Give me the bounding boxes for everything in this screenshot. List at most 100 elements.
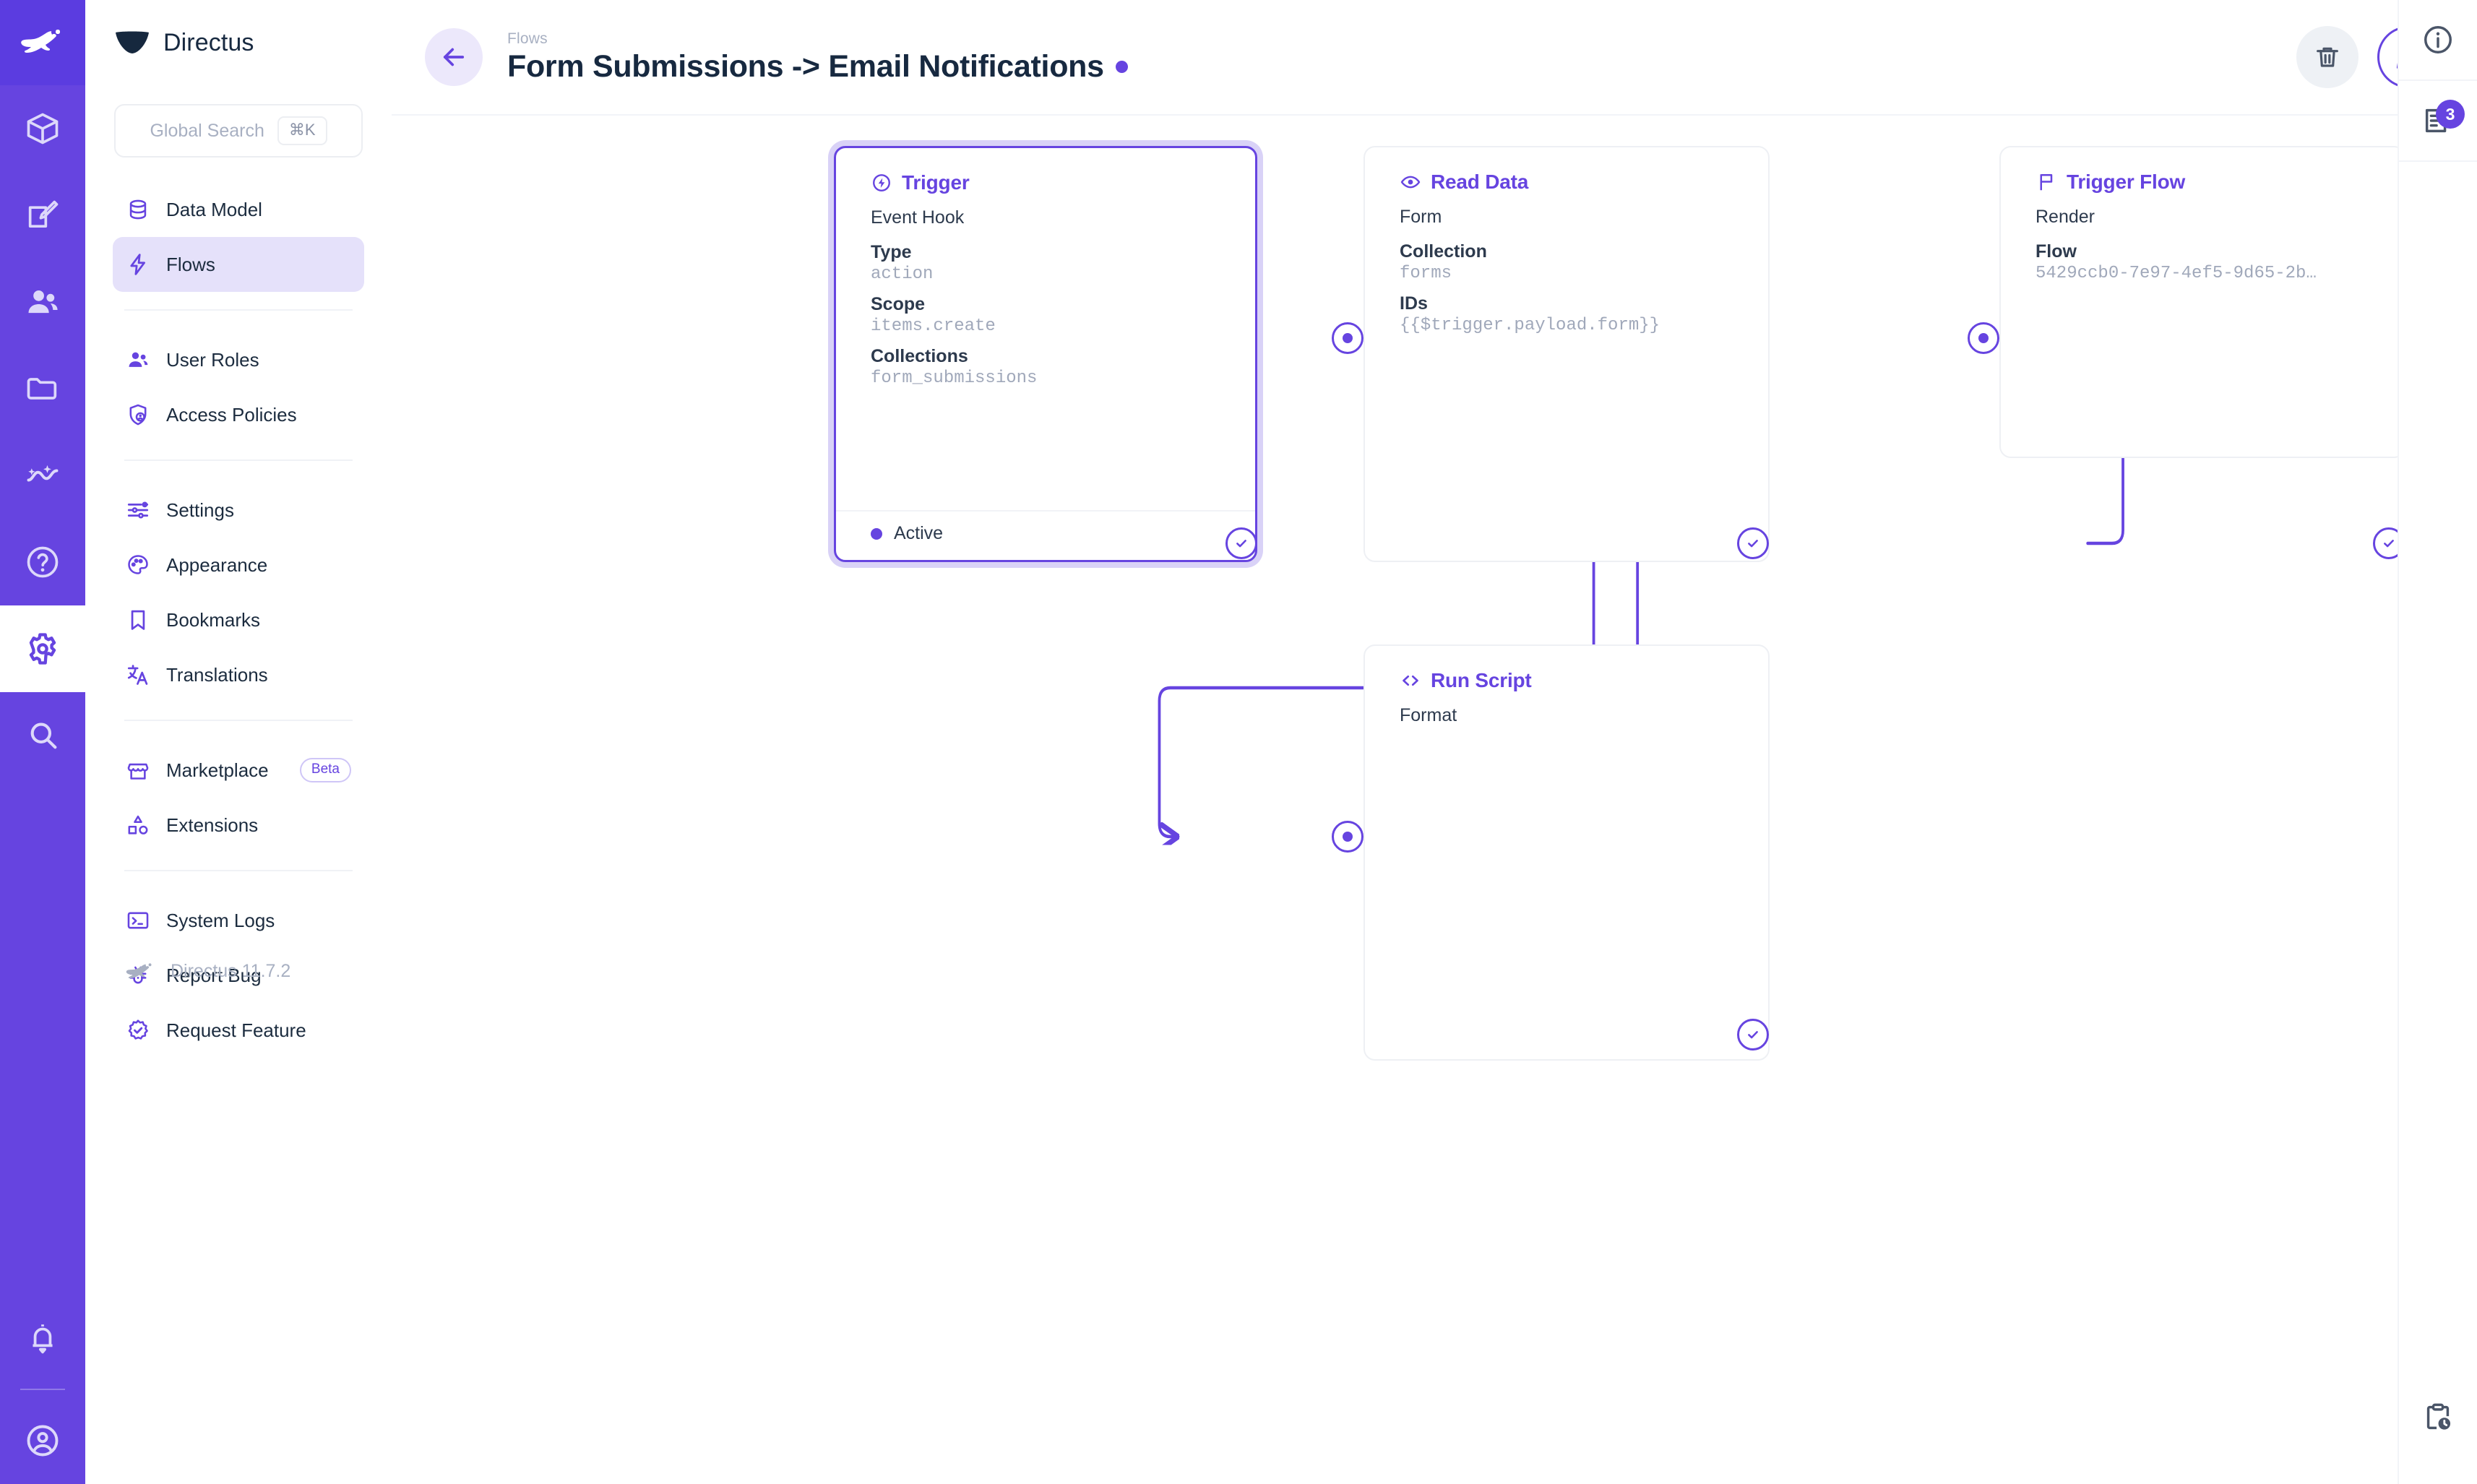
- translate-icon: [126, 663, 150, 687]
- search-shortcut-badge: ⌘K: [277, 116, 327, 145]
- insights-icon[interactable]: [0, 432, 85, 519]
- node-output-port-trigger[interactable]: [1225, 527, 1257, 559]
- node-field-value: forms: [1400, 263, 1452, 283]
- node-field-value: action: [871, 264, 934, 284]
- check-icon: [1748, 540, 1758, 548]
- bookmark-icon: [126, 608, 150, 632]
- logs-button[interactable]: 3: [2398, 81, 2477, 162]
- sidebar-divider: [124, 460, 353, 461]
- node-field-value: {{$trigger.payload.form}}: [1400, 315, 1660, 335]
- rail-divider: [20, 1389, 65, 1390]
- arrow-left-icon: [439, 42, 469, 72]
- delete-flow-button[interactable]: [2296, 26, 2358, 88]
- shield-user-icon: [126, 402, 150, 427]
- node-field-key: Collection: [1400, 241, 1487, 262]
- sidebar-item-request-feature[interactable]: Request Feature: [113, 1003, 364, 1058]
- node-field-key: IDs: [1400, 293, 1428, 314]
- port-dot: [1978, 333, 1989, 343]
- node-name: Format: [1400, 705, 1457, 725]
- node-type-label: Read Data: [1431, 171, 1529, 193]
- store-icon: [126, 758, 150, 782]
- users-icon[interactable]: [0, 259, 85, 345]
- directus-mark-icon: [116, 31, 149, 54]
- sidebar-item-label: Access Policies: [166, 403, 297, 426]
- sidebar-item-label: Flows: [166, 253, 215, 275]
- sidebar-item-translations[interactable]: Translations: [113, 647, 364, 702]
- sidebar-item-access-policies[interactable]: Access Policies: [113, 387, 364, 442]
- content-box-icon[interactable]: [0, 85, 85, 172]
- bell-icon[interactable]: [0, 1295, 85, 1381]
- folder-icon[interactable]: [0, 345, 85, 432]
- bolt-circle-icon: [871, 172, 892, 194]
- node-status-label: Active: [894, 523, 944, 543]
- node-name: Render: [2036, 207, 2095, 227]
- eye-icon: [1400, 171, 1421, 193]
- edit-box-icon[interactable]: [0, 172, 85, 259]
- sidebar-item-extensions[interactable]: Extensions: [113, 798, 364, 853]
- sidebar-item-label: Marketplace: [166, 759, 269, 781]
- revisions-button[interactable]: [2398, 1377, 2477, 1458]
- sidebar-item-settings[interactable]: Settings: [113, 483, 364, 538]
- sidebar-item-label: Data Model: [166, 198, 262, 220]
- node-field-key: Flow: [2036, 241, 2077, 262]
- sidebar-item-label: Appearance: [166, 553, 268, 576]
- node-type-label: Trigger Flow: [2067, 171, 2186, 193]
- flag-icon: [2036, 171, 2057, 193]
- trash-icon: [2313, 43, 2342, 72]
- sidebar-item-flows[interactable]: Flows: [113, 237, 364, 292]
- sidebar-item-report-bug[interactable]: Report Bug: [113, 948, 364, 1003]
- node-input-port-trigger-flow-render[interactable]: [1968, 322, 1999, 354]
- gear-icon[interactable]: [0, 605, 85, 692]
- node-field-key: Type: [871, 241, 912, 262]
- search-placeholder: Global Search: [150, 120, 264, 141]
- sidebar-item-user-roles[interactable]: User Roles: [113, 332, 364, 387]
- check-icon: [2384, 540, 2394, 548]
- brand-name: Directus: [163, 28, 254, 56]
- sidebar-item-bookmarks[interactable]: Bookmarks: [113, 592, 364, 647]
- node-output-port-read-data[interactable]: [1737, 527, 1769, 559]
- node-field-value: 5429ccb0-7e97-4ef5-9d65-2b…: [2036, 263, 2317, 283]
- breadcrumb[interactable]: Flows: [507, 30, 548, 47]
- search-icon[interactable]: [0, 692, 85, 779]
- sidebar-item-label: Report Bug: [166, 964, 262, 986]
- node-header: Run Script: [1365, 646, 1768, 692]
- sidebar-item-data-model[interactable]: Data Model: [113, 182, 364, 237]
- directus-logo-icon[interactable]: [0, 0, 85, 85]
- logs-count-badge: 3: [2436, 100, 2465, 129]
- node-header: Trigger: [836, 148, 1255, 194]
- search-input[interactable]: Global Search ⌘K: [114, 104, 363, 158]
- help-circle-icon[interactable]: [0, 519, 85, 605]
- node-input-port-run-script[interactable]: [1332, 821, 1364, 853]
- port-dot: [1343, 333, 1353, 343]
- sidebar-divider: [124, 870, 353, 871]
- node-name: Event Hook: [871, 207, 965, 228]
- version-label-row: Directus 11.7.2: [126, 961, 290, 982]
- check-icon: [1236, 540, 1246, 548]
- back-button[interactable]: [425, 28, 483, 86]
- flow-node-run-script[interactable]: Run Script Format: [1364, 644, 1770, 1061]
- brand: Directus: [85, 0, 392, 85]
- sidebar-item-label: User Roles: [166, 348, 259, 371]
- terminal-icon: [126, 908, 150, 933]
- info-button[interactable]: [2398, 0, 2477, 81]
- account-circle-icon[interactable]: [0, 1397, 85, 1484]
- node-field-value: items.create: [871, 316, 996, 336]
- database-icon: [126, 197, 150, 222]
- node-body: Format: [1365, 692, 1768, 730]
- node-output-port-run-script[interactable]: [1737, 1019, 1769, 1051]
- node-input-port-read-data[interactable]: [1332, 322, 1364, 354]
- sidebar-item-appearance[interactable]: Appearance: [113, 538, 364, 592]
- sidebar-item-system-logs[interactable]: System Logs: [113, 893, 364, 948]
